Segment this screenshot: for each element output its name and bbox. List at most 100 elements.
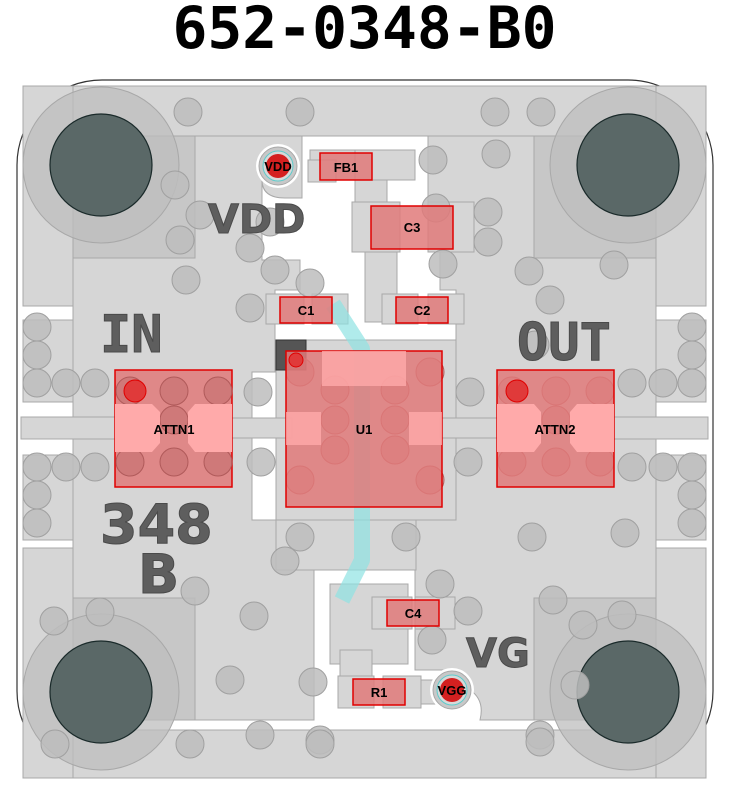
via (175, 729, 205, 759)
silk-rev-label: B (138, 543, 179, 606)
via (480, 97, 510, 127)
components: ATTN1 ATTN2 U1 FB1 C3 C1 C2 C4 R1 VDD (114, 144, 615, 712)
via (173, 97, 203, 127)
via (425, 569, 455, 599)
via (481, 139, 511, 169)
via (22, 508, 52, 538)
c2-body[interactable] (395, 296, 449, 324)
via (243, 377, 273, 407)
via (298, 667, 328, 697)
rf-in-taper (231, 417, 293, 439)
via (453, 596, 483, 626)
attn1-pad-left (115, 404, 160, 452)
vgg-test-pad[interactable]: VGG (430, 668, 474, 712)
via (473, 197, 503, 227)
c4-body[interactable] (386, 599, 440, 627)
via (235, 233, 265, 263)
silk-out-label: OUT (517, 313, 611, 373)
vgg-pad-label: VGG (438, 683, 467, 698)
via (235, 293, 265, 323)
via (417, 625, 447, 655)
via (428, 249, 458, 279)
silk-in-label: IN (100, 305, 163, 365)
via (517, 522, 547, 552)
via (473, 227, 503, 257)
via (260, 255, 290, 285)
via (22, 312, 52, 342)
via (215, 665, 245, 695)
via-under-component (203, 447, 233, 477)
via (295, 268, 325, 298)
via (51, 368, 81, 398)
silk-vg-label: VG (466, 631, 530, 677)
u1-rf-in-pad (286, 412, 321, 445)
c4-label: C4 (405, 606, 422, 621)
attn1-label: ATTN1 (154, 422, 195, 437)
silk-vdd-label: VDD (208, 197, 305, 243)
fb1-label: FB1 (334, 160, 359, 175)
attn2-pad-left (497, 404, 541, 452)
via (538, 585, 568, 615)
via (22, 480, 52, 510)
via (568, 610, 598, 640)
via (270, 546, 300, 576)
via (80, 368, 110, 398)
via (180, 576, 210, 606)
via (239, 601, 269, 631)
via (246, 447, 276, 477)
u1-pin1-dot (288, 352, 304, 368)
via (617, 368, 647, 398)
via (677, 340, 707, 370)
vdd-pad-label: VDD (264, 159, 291, 174)
via (648, 452, 678, 482)
via (526, 97, 556, 127)
via (185, 200, 215, 230)
via (51, 452, 81, 482)
via (160, 170, 190, 200)
u1-rf-out-pad (409, 412, 442, 445)
c1-body[interactable] (279, 296, 333, 324)
fb1-body[interactable] (319, 152, 373, 181)
r1-trace (339, 649, 373, 681)
via (535, 285, 565, 315)
board-part-number-title: 652-0348-B0 (172, 0, 557, 62)
via (520, 330, 550, 360)
mounting-hole-top-right (533, 86, 707, 259)
via (560, 670, 590, 700)
via (22, 368, 52, 398)
via (648, 368, 678, 398)
attn1-pad-right (188, 404, 232, 452)
r1-label: R1 (371, 685, 388, 700)
via (599, 250, 629, 280)
attn2-pad-right (570, 404, 614, 452)
via (677, 312, 707, 342)
c3-body[interactable] (370, 205, 454, 250)
attn1-pin1-dot (123, 379, 147, 403)
vdd-test-pad[interactable]: VDD (256, 144, 300, 188)
via (610, 518, 640, 548)
via (165, 225, 195, 255)
via (455, 377, 485, 407)
via (171, 265, 201, 295)
u1-label: U1 (356, 422, 373, 437)
c2-label: C2 (414, 303, 431, 318)
r1-body[interactable] (352, 678, 406, 706)
c1-label: C1 (298, 303, 315, 318)
via (607, 600, 637, 630)
via (285, 522, 315, 552)
via (525, 727, 555, 757)
via (391, 522, 421, 552)
c3-label: C3 (404, 220, 421, 235)
via (85, 597, 115, 627)
via (22, 340, 52, 370)
via (255, 207, 285, 237)
attn2-label: ATTN2 (535, 422, 576, 437)
silk-part-label: 348 (100, 493, 213, 556)
via-under-component (203, 376, 233, 406)
mounting-holes (22, 86, 707, 771)
via (418, 145, 448, 175)
via-under-component (159, 447, 189, 477)
via (39, 606, 69, 636)
via (285, 97, 315, 127)
